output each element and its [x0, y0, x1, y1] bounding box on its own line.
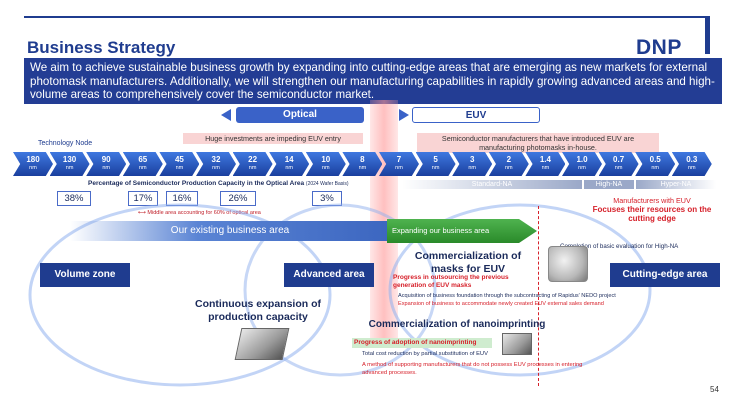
focus-line: Focuses their resources on the cutting e… — [592, 205, 712, 223]
pct-box-38: 38% — [57, 191, 91, 206]
euv-mask-progress: Progress in outsourcing the previous gen… — [393, 274, 509, 289]
tab-optical: Optical — [236, 107, 364, 123]
node-unit: nm — [285, 165, 293, 171]
page-number: 54 — [710, 385, 719, 394]
node-value: 65 — [138, 155, 148, 164]
node-value: 0.5 — [649, 155, 661, 164]
high-na-completion-note: Completion of basic evaluation for High-… — [560, 243, 679, 250]
pct-box-17: 17% — [128, 191, 158, 206]
node-value: 45 — [174, 155, 184, 164]
hyper-na-label: Hyper-NA — [636, 180, 716, 189]
node-unit: nm — [358, 165, 367, 171]
cutting-oval — [388, 203, 652, 377]
node-unit: nm — [687, 165, 696, 171]
high-na-label: High-NA — [584, 180, 634, 189]
nanoimprint-image — [502, 333, 532, 355]
node-value: 7 — [396, 155, 402, 164]
node-unit: nm — [175, 165, 184, 171]
node-unit: nm — [614, 165, 623, 171]
manufacturers-line: Manufacturers with EUV — [613, 196, 691, 205]
euv-arrow-icon — [399, 109, 409, 121]
node-value: 3 — [469, 155, 475, 164]
node-value: 0.7 — [613, 155, 625, 164]
node-unit: nm — [468, 165, 476, 171]
acquisition-note: Acquisition of business foundation throu… — [398, 293, 616, 299]
euv-note: Semiconductor manufacturers that have in… — [417, 133, 659, 153]
nanoimprint-heading: Commercialization of nanoimprinting — [368, 319, 546, 330]
pct-box-26: 26% — [220, 191, 256, 206]
node-unit: nm — [578, 165, 586, 171]
advanced-oval — [243, 203, 437, 377]
cutting-edge-area-label: Cutting-edge area — [610, 263, 720, 287]
node-value: 14 — [284, 155, 294, 164]
node-unit: nm — [395, 165, 403, 171]
middle-area-note-text: Middle area accounting for 60% of optica… — [147, 210, 261, 216]
optical-arrow-icon — [221, 109, 231, 121]
node-unit: nm — [29, 165, 37, 171]
node-value: 0.3 — [686, 155, 698, 164]
node-unit: nm — [138, 165, 147, 171]
node-unit: nm — [248, 165, 257, 171]
nanoimprint-progress: Progress of adoption of nanoimprinting — [352, 338, 492, 348]
technology-node-label: Technology Node — [38, 140, 93, 147]
middle-area-note: ⟷ Middle area accounting for 60% of opti… — [138, 210, 261, 216]
node-unit: nm — [504, 165, 513, 171]
node-value: 130 — [62, 155, 77, 164]
node-unit: nm — [65, 165, 74, 171]
standard-na-label: Standard-NA — [402, 180, 582, 189]
euv-mask-image — [548, 246, 588, 282]
page-title: Business Strategy — [27, 38, 176, 57]
node-value: 22 — [248, 155, 258, 164]
logo-bar — [705, 16, 710, 54]
node-value: 1.0 — [576, 155, 588, 164]
cutting-edge-divider — [538, 206, 539, 386]
tab-euv: EUV — [412, 107, 540, 123]
volume-zone-label: Volume zone — [40, 263, 130, 287]
header-rule — [24, 16, 708, 18]
lead-paragraph: We aim to achieve sustainable business g… — [24, 58, 722, 104]
method-note: A method of supporting manufacturers tha… — [362, 362, 583, 376]
node-value: 8 — [360, 155, 365, 164]
euv-mask-heading: Commercialization of masks for EUV — [414, 250, 522, 275]
expansion-note: Expansion of business to accommodate new… — [398, 301, 604, 307]
double-arrow-icon: ⟷ — [138, 210, 146, 216]
node-value: 2 — [506, 155, 512, 164]
expanding-business-arrow: Expanding our business area — [387, 219, 537, 243]
continuous-expansion-heading: Continuous expansion of production capac… — [195, 298, 321, 323]
existing-business-arrow: Our existing business area — [70, 221, 390, 241]
percentage-title: Percentage of Semiconductor Production C… — [88, 180, 349, 187]
node-value: 180 — [26, 155, 40, 164]
node-value: 1.4 — [539, 155, 551, 164]
node-unit: nm — [431, 165, 440, 171]
volume-oval — [28, 203, 332, 387]
photomask-image — [234, 328, 290, 360]
optical-note: Huge investments are impeding EUV entry — [183, 133, 363, 144]
node-value: 90 — [101, 155, 111, 164]
node-value: 5 — [433, 155, 438, 164]
node-unit: nm — [651, 165, 659, 171]
total-cost-note: Total cost reduction by partial substitu… — [362, 351, 488, 357]
node-value: 32 — [211, 155, 221, 164]
node-unit: nm — [321, 165, 330, 171]
manufacturers-note: Manufacturers with EUV Focuses their res… — [582, 196, 722, 223]
percentage-basis: (2024 Wafer Basis) — [305, 181, 349, 187]
node-unit: nm — [212, 165, 220, 171]
company-logo: DNP — [636, 36, 682, 59]
percentage-title-text: Percentage of Semiconductor Production C… — [88, 180, 305, 187]
node-value: 10 — [321, 155, 331, 164]
advanced-area-label: Advanced area — [284, 263, 374, 287]
node-unit: nm — [102, 165, 110, 171]
node-unit: nm — [541, 165, 550, 171]
